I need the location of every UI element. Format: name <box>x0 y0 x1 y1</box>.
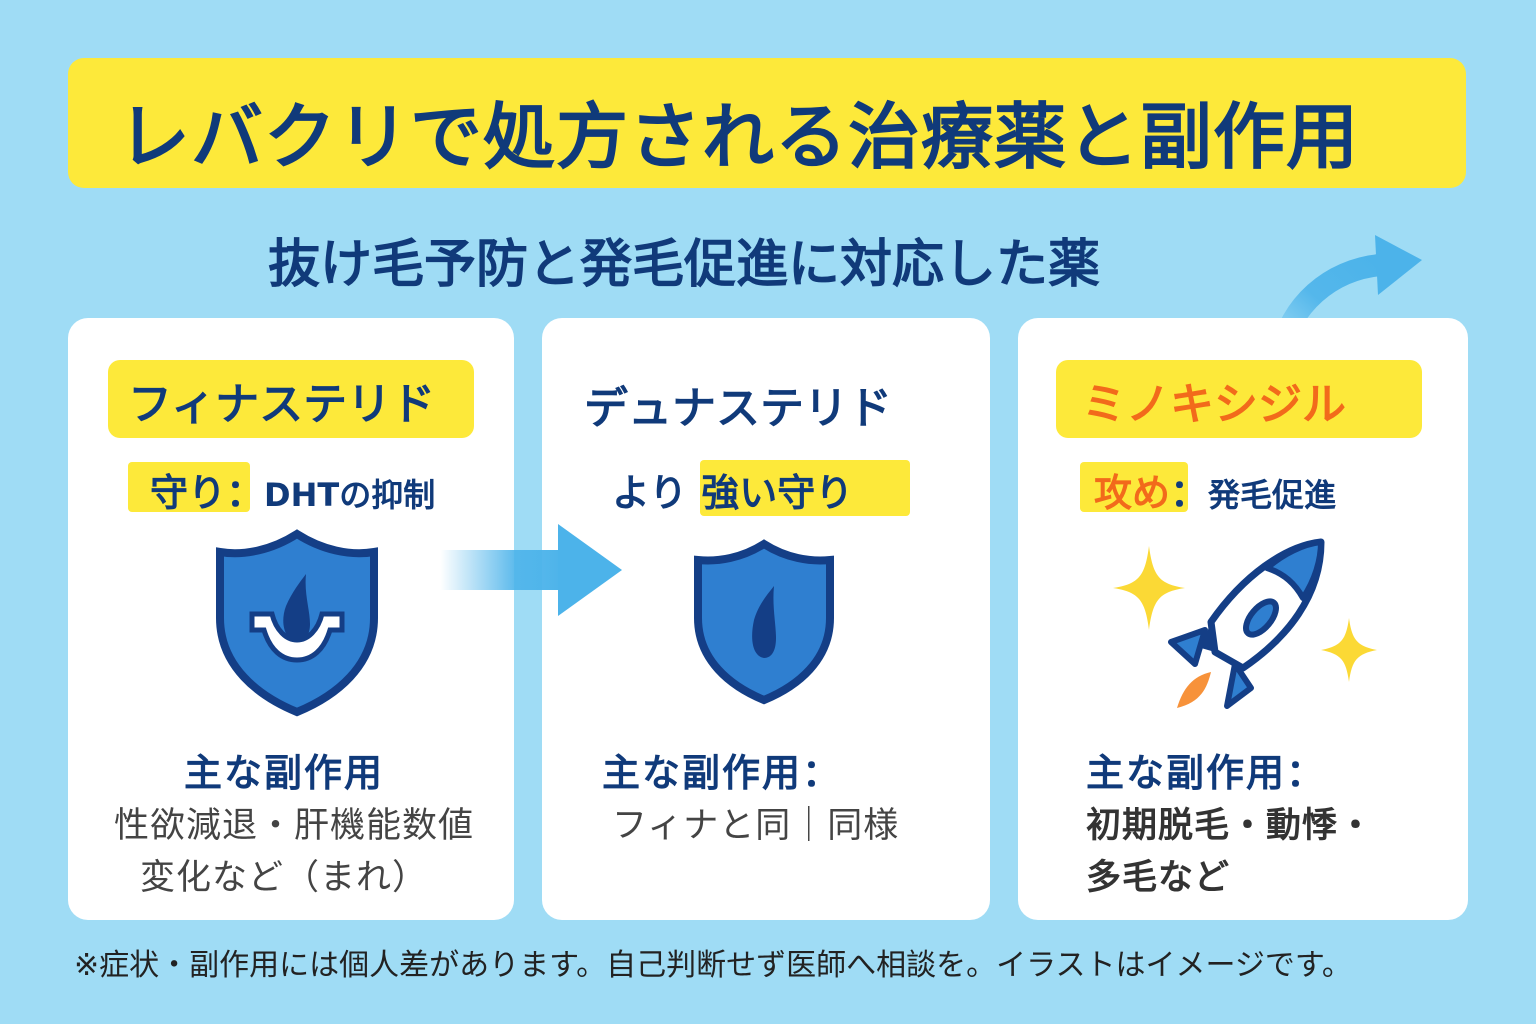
tag-row: より強い守り <box>612 462 853 517</box>
name-highlight <box>108 360 474 438</box>
page-title: レバクリで処方される治療薬と副作用 <box>118 95 1360 179</box>
tag-highlight <box>1080 462 1188 512</box>
side-effects-title: 主な副作用： <box>602 751 843 795</box>
tag-row: 守り：DHTの抑制 <box>150 462 435 517</box>
arrow-right-icon <box>440 524 622 616</box>
page-subtitle: 抜け毛予防と発毛促進に対応した薬 <box>268 235 1101 295</box>
tag-highlight <box>128 462 250 512</box>
drug-name: フィナステリド <box>128 379 436 430</box>
side-effects-line-1: 性欲減退・肝機能数値 <box>114 806 475 846</box>
tag-separator: ： <box>1170 471 1209 515</box>
side-effects-title: 主な副作用： <box>1086 751 1327 795</box>
tag-highlight <box>700 460 910 516</box>
drug-name: デュナステリド <box>584 383 892 434</box>
footnote: ※症状・副作用には個人差があります。自己判断せず医師へ相談を。イラストはイメージ… <box>74 948 1352 983</box>
title-banner <box>68 58 1466 188</box>
rocket-icon <box>1113 538 1377 709</box>
sparkle-icon <box>1113 546 1185 630</box>
tag-row: 攻め：発毛促進 <box>1094 462 1336 517</box>
shield-hair-follicle-icon <box>216 529 378 717</box>
tag-desc: 発毛促進 <box>1208 476 1337 514</box>
side-effects-line-1: フィナと同｜同様 <box>612 806 900 846</box>
name-highlight <box>1056 360 1422 438</box>
tag-desc: DHTの抑制 <box>264 476 436 514</box>
tag-strong: 強い守り <box>701 471 854 515</box>
side-effects-line-2: 変化など（まれ） <box>140 858 429 898</box>
side-effects-title: 主な副作用 <box>184 751 385 795</box>
side-effects-line-1: 初期脱毛・動悸・ <box>1086 806 1375 846</box>
shield-hair-icon <box>694 539 834 705</box>
drug-name: ミノキシジル <box>1082 379 1346 430</box>
side-effects-line-2: 多毛など <box>1086 858 1231 898</box>
tag-strong: 攻め <box>1094 471 1171 515</box>
sparkle-icon <box>1321 618 1377 682</box>
tag-strong: 守り： <box>150 471 265 515</box>
tag-prefix: より <box>612 471 688 515</box>
